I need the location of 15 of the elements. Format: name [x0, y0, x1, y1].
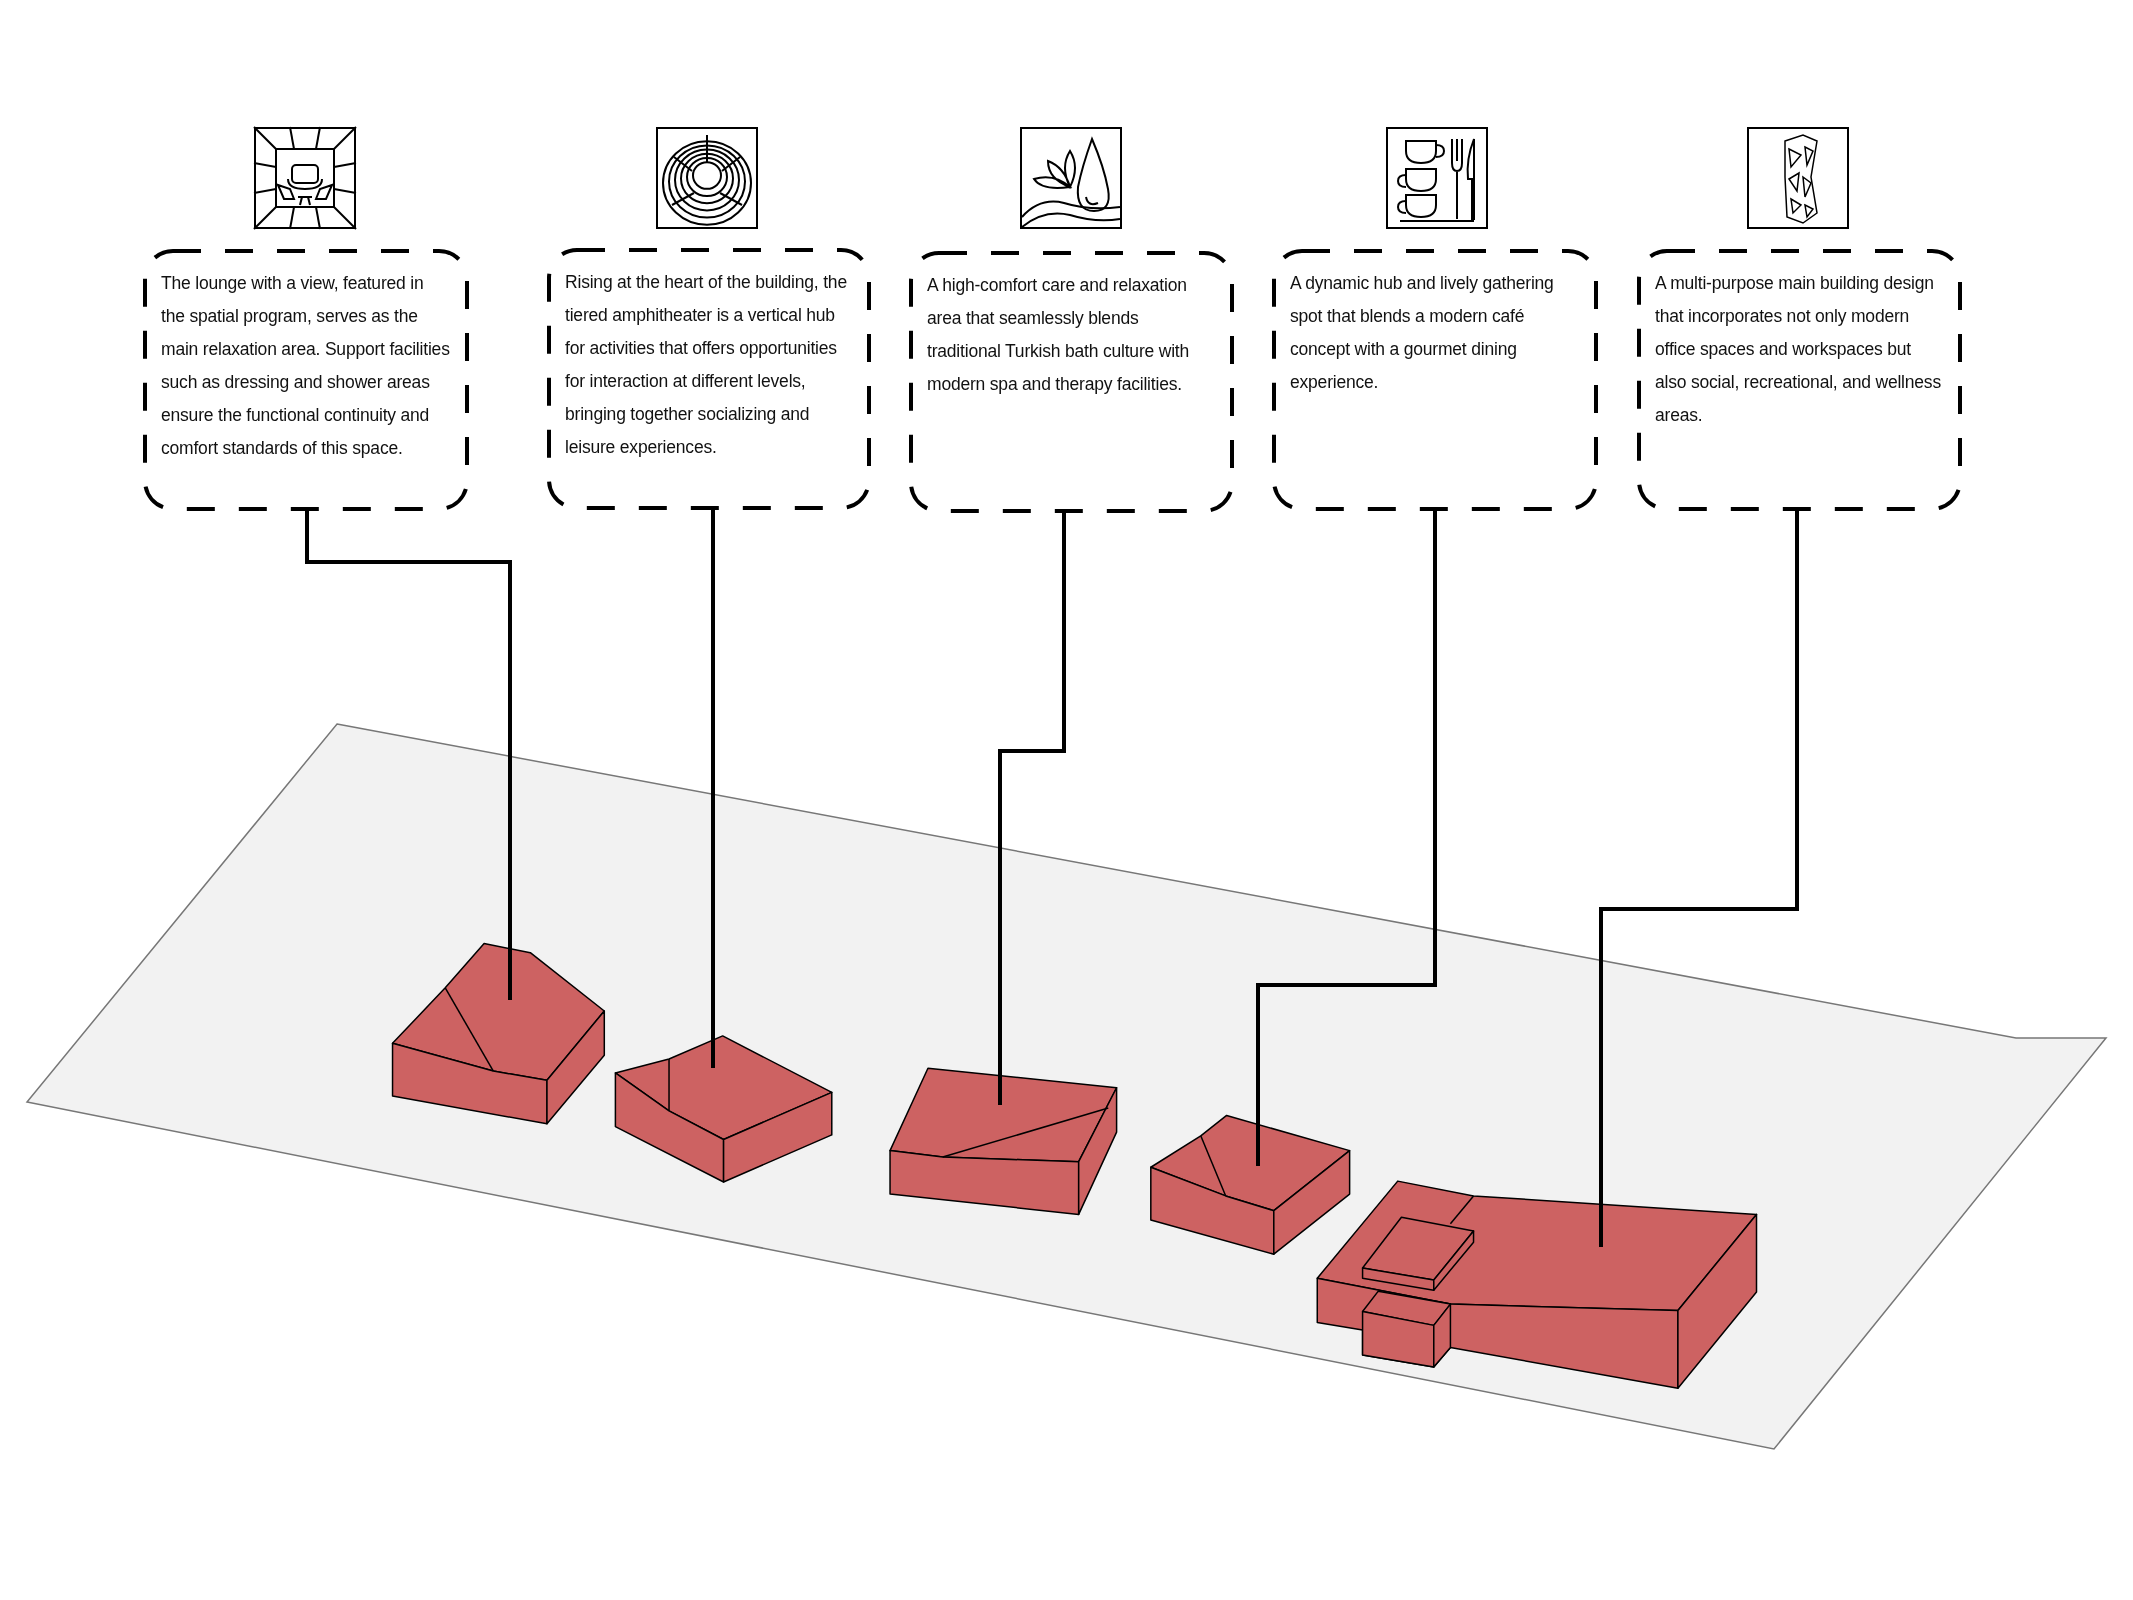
- leader-line: [998, 511, 1066, 1105]
- leader-line: [1256, 509, 1437, 1166]
- description-text: A multi-purpose main building design that incorporates not only modern office spaces and workspaces but also social, recreational, and wellness areas.: [1655, 272, 1942, 427]
- description-text: A high-comfort care and relaxation area that seamlessly blends traditional Turkish bath culture with modern spa and therapy facilities.: [927, 274, 1191, 396]
- building-volume: [1150, 1114, 1351, 1255]
- building-volume: [889, 1067, 1118, 1216]
- building-volume: [1316, 1180, 1758, 1389]
- description-text: A dynamic hub and lively gathering spot that blends a modern café concept with a gourmet dining experience.: [1290, 272, 1555, 394]
- description-text: The lounge with a view, featured in the spatial program, serves as the main relaxation area. Support facilities such as dressing and shower areas ensure the functional continuity and comfort standards of this space.: [161, 272, 451, 460]
- description-text: Rising at the heart of the building, the tiered amphitheater is a vertical hub for activities that offers opportunities for interaction at different levels, bringing together socializing and leisure experiences.: [565, 271, 848, 459]
- leader-line: [711, 508, 715, 1068]
- building-volume: [391, 942, 606, 1125]
- building-volume: [614, 1035, 833, 1183]
- leader-line: [305, 509, 512, 1000]
- leader-line: [1599, 509, 1799, 1247]
